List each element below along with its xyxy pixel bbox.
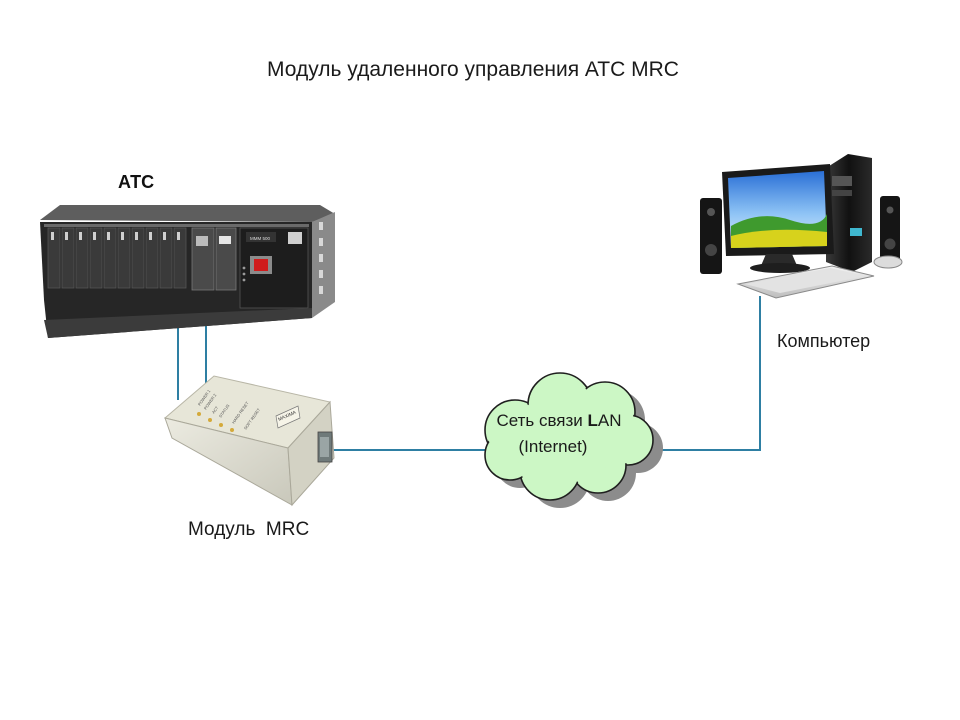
cloud-label-bold: L — [587, 411, 598, 430]
cloud-label-suffix: AN — [597, 411, 622, 430]
mrc-module-device: MAXIMA POWER 1 POWER 2 ACT STATUS HARD R… — [163, 375, 335, 507]
cloud-label-prefix: Сеть связи — [496, 411, 588, 430]
cloud-label-line2: (Internet) — [518, 437, 588, 456]
cloud-label-line1: Сеть связи LAN — [480, 411, 638, 431]
cloud-to-computer-line — [648, 296, 761, 451]
module-label: Модуль MRC — [188, 519, 310, 540]
computer-label: Компьютер — [777, 331, 871, 351]
atc-badge-text: MMM 500 — [250, 236, 271, 241]
lan-cloud-shape — [484, 372, 663, 508]
module-led-act: ACT — [211, 405, 220, 415]
atc-device: MMM 500 — [40, 205, 335, 338]
page-title: Модуль удаленного управления АТС MRC — [267, 58, 679, 81]
computer-device — [700, 154, 903, 299]
atc-label: АТС — [118, 172, 155, 192]
